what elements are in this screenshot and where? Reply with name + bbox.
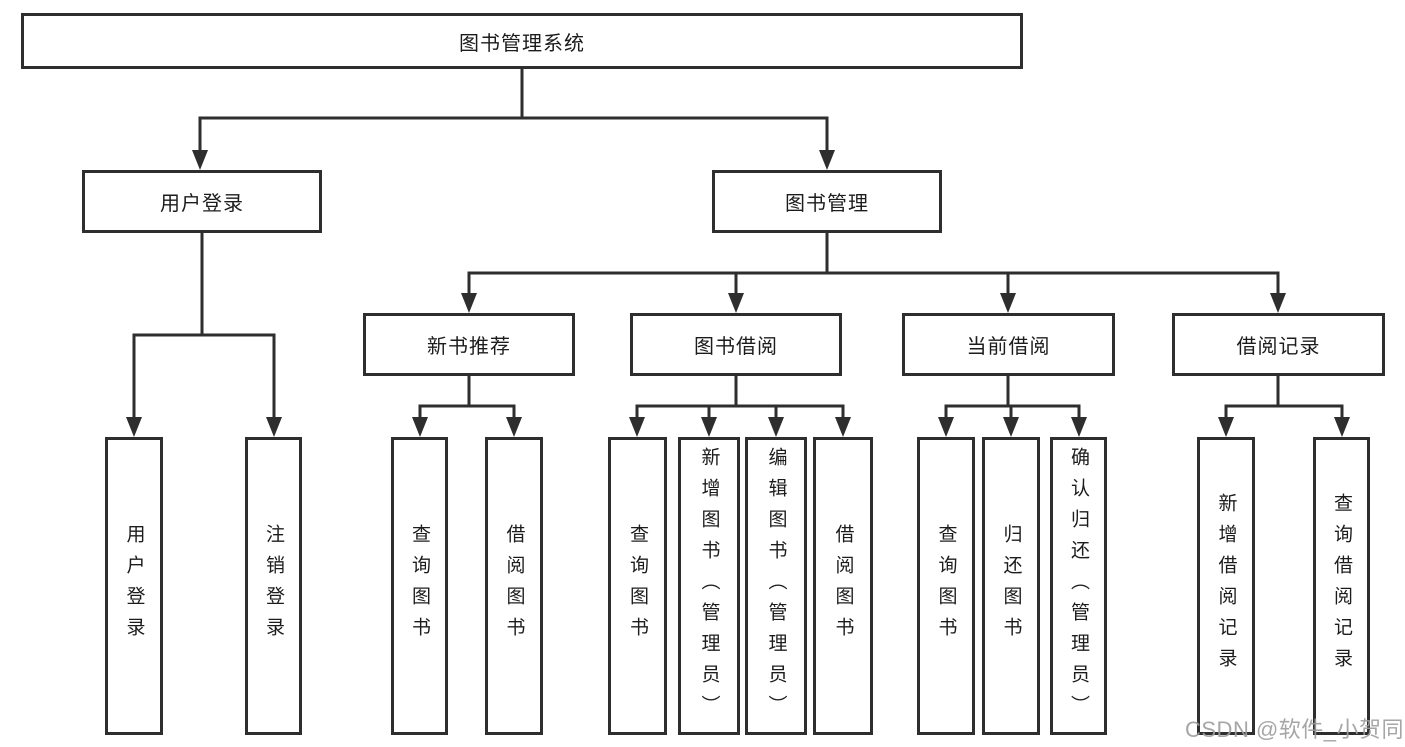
- leaf-logout: 注销登录: [245, 437, 302, 735]
- node-root-system: 图书管理系统: [21, 13, 1023, 69]
- node-book-management-label: 图书管理: [785, 193, 869, 215]
- leaf-borrow-books: 借阅图书: [813, 437, 873, 735]
- leaf-borrow-books-label: 借阅图书: [832, 524, 854, 648]
- leaf-add-borrow-record: 新增借阅记录: [1197, 437, 1255, 735]
- leaf-query-books-recommend: 查询图书: [391, 437, 448, 735]
- leaf-query-borrow-record: 查询借阅记录: [1313, 437, 1370, 735]
- node-new-book-recommend-label: 新书推荐: [427, 336, 511, 358]
- leaf-return-books: 归还图书: [982, 437, 1040, 735]
- node-book-borrow-label: 图书借阅: [694, 336, 778, 358]
- node-root-label: 图书管理系统: [459, 32, 585, 55]
- node-user-login: 用户登录: [82, 170, 322, 233]
- node-new-book-recommend: 新书推荐: [363, 313, 575, 376]
- leaf-user-login: 用户登录: [105, 437, 163, 735]
- leaf-query-books-current: 查询图书: [917, 437, 975, 735]
- node-book-borrow: 图书借阅: [630, 313, 842, 376]
- leaf-return-books-label: 归还图书: [1000, 524, 1022, 648]
- leaf-query-books-recommend-label: 查询图书: [409, 524, 430, 648]
- leaf-query-borrow-record-label: 查询借阅记录: [1331, 493, 1352, 679]
- leaf-confirm-return-admin: 确认归还（管理员）: [1050, 437, 1107, 735]
- csdn-watermark: CSDN @软件_小贺同学: [1185, 717, 1405, 742]
- node-borrow-records-label: 借阅记录: [1236, 336, 1321, 358]
- leaf-logout-label: 注销登录: [263, 524, 284, 648]
- leaf-borrow-books-recommend-label: 借阅图书: [503, 524, 525, 648]
- leaf-edit-book-admin: 编辑图书（管理员）: [745, 437, 807, 735]
- node-user-login-label: 用户登录: [160, 193, 244, 215]
- node-current-borrow-label: 当前借阅: [966, 336, 1051, 358]
- node-book-management: 图书管理: [712, 170, 942, 233]
- leaf-query-books-borrow-label: 查询图书: [627, 524, 648, 648]
- leaf-add-book-admin: 新增图书（管理员）: [678, 437, 740, 735]
- leaf-user-login-label: 用户登录: [123, 524, 145, 648]
- node-current-borrow: 当前借阅: [902, 313, 1115, 376]
- leaf-add-book-admin-label: 新增图书（管理员）: [698, 446, 720, 726]
- leaf-confirm-return-admin-label: 确认归还（管理员）: [1068, 446, 1089, 726]
- leaf-borrow-books-recommend: 借阅图书: [485, 437, 543, 735]
- leaf-query-books-borrow: 查询图书: [608, 437, 667, 735]
- leaf-edit-book-admin-label: 编辑图书（管理员）: [765, 446, 787, 726]
- node-borrow-records: 借阅记录: [1172, 313, 1385, 376]
- leaf-add-borrow-record-label: 新增借阅记录: [1215, 493, 1237, 679]
- leaf-query-books-current-label: 查询图书: [935, 524, 957, 648]
